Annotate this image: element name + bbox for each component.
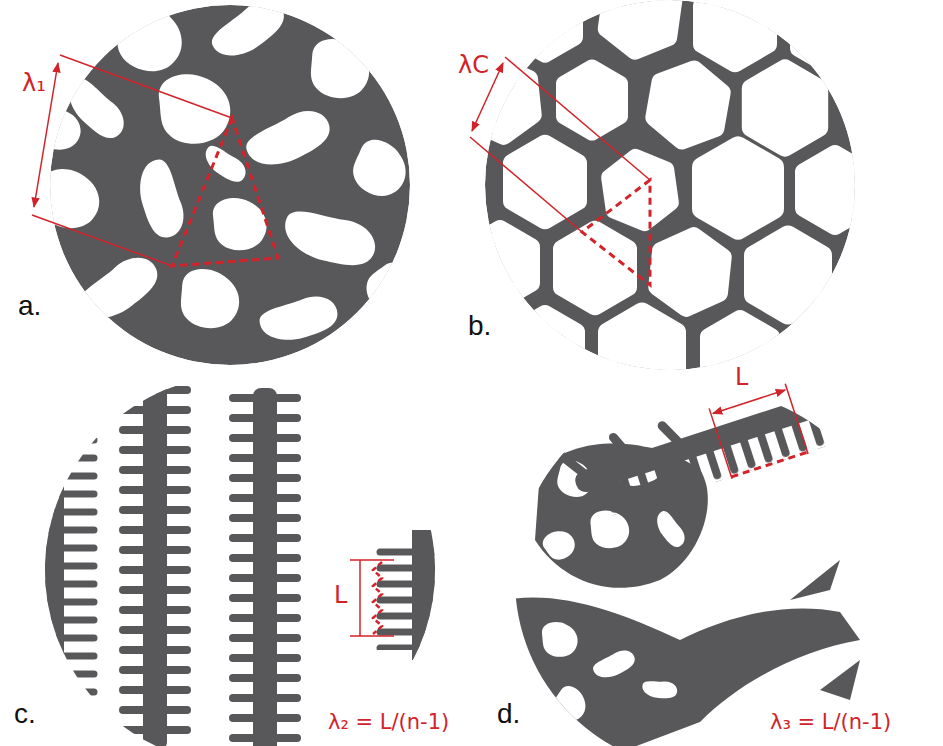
figure-shape xyxy=(713,390,785,413)
figure-shape xyxy=(573,393,827,494)
figure-shape xyxy=(373,562,382,634)
wavelength-label: λ₁ xyxy=(22,70,46,98)
figure-shape xyxy=(359,560,361,636)
figure-shape xyxy=(0,0,473,367)
panel-d-structure xyxy=(495,367,875,746)
measurement-lines-d xyxy=(709,384,808,479)
figure-shape xyxy=(200,140,251,188)
figure-shape xyxy=(40,395,100,745)
figure-shape xyxy=(542,622,679,727)
figure-shape xyxy=(350,560,394,636)
figure-shape xyxy=(118,380,192,746)
panel-letter: a. xyxy=(18,290,41,322)
panel-letter: d. xyxy=(497,698,520,730)
figure-shape xyxy=(505,57,650,180)
figure-shape xyxy=(412,530,442,660)
figure-shape xyxy=(514,314,576,386)
figure-shape xyxy=(159,74,230,144)
wavelength-label: λC xyxy=(458,52,489,80)
figure-shape xyxy=(608,312,676,391)
figure-shape xyxy=(253,388,277,746)
figure-shape xyxy=(32,215,172,266)
spacing-formula: λ₂ = L/(n-1) xyxy=(326,710,451,734)
figure-shape xyxy=(539,525,579,565)
figure-shape xyxy=(363,0,474,92)
figure-shape xyxy=(804,154,866,226)
measurement-lines-b xyxy=(470,57,650,285)
figure-shape xyxy=(554,367,836,527)
measurement-lines-c xyxy=(350,560,394,636)
panel-letter: c. xyxy=(14,698,36,730)
figure-shape xyxy=(50,5,410,365)
figure-shape xyxy=(70,249,166,329)
figure-shape xyxy=(752,69,819,147)
figure-shape xyxy=(257,293,341,345)
figure-shape xyxy=(582,180,650,285)
spacing-formula: λ₃ = L/(n-1) xyxy=(768,710,893,734)
figure-shape xyxy=(143,380,167,746)
figure-shape xyxy=(564,68,620,133)
figure-shape xyxy=(804,314,866,386)
panel-b-structure xyxy=(465,0,866,392)
figure-shape xyxy=(754,235,822,314)
figure-shape xyxy=(702,147,773,230)
figure-shape xyxy=(40,395,64,745)
figure-shape xyxy=(652,507,689,551)
figure-shape xyxy=(305,35,374,102)
figure-shape xyxy=(358,257,422,321)
figure-shape xyxy=(590,647,638,682)
figure-shape xyxy=(799,0,861,66)
figure-shape xyxy=(175,265,244,332)
length-label: L xyxy=(332,582,349,610)
figure-shape xyxy=(554,413,677,479)
figure-shape xyxy=(205,0,292,66)
figure-shape xyxy=(35,165,104,232)
figure-shape xyxy=(108,0,191,80)
figure-shape xyxy=(135,157,187,241)
figure-shape xyxy=(655,233,724,311)
figure-shape xyxy=(607,153,673,227)
figure-shape xyxy=(641,678,679,701)
figure-shape xyxy=(0,7,91,109)
figure-shape xyxy=(731,452,807,477)
figure-shape xyxy=(542,622,578,657)
figure-shape xyxy=(470,137,582,232)
figure-shape xyxy=(604,0,675,55)
figure-shape xyxy=(547,682,593,727)
figure-shape xyxy=(228,388,302,746)
figure-shape xyxy=(344,133,417,205)
measurement-lines-a xyxy=(32,55,278,266)
figure-shape xyxy=(172,118,278,266)
length-label: L xyxy=(733,364,750,392)
figure-shape xyxy=(60,55,232,118)
figure-shape xyxy=(709,319,771,391)
figure-shape xyxy=(277,200,381,276)
panel-a-structure xyxy=(0,0,473,367)
figure-shape xyxy=(516,0,575,54)
figure-shape xyxy=(469,229,531,301)
panel-letter: b. xyxy=(468,310,491,342)
figure-shape xyxy=(651,64,725,146)
figure-shape xyxy=(213,198,267,250)
figure-shape xyxy=(709,384,808,479)
panel-c-structure xyxy=(40,380,442,746)
figure-shape xyxy=(241,104,337,174)
figure-shape xyxy=(702,0,767,63)
